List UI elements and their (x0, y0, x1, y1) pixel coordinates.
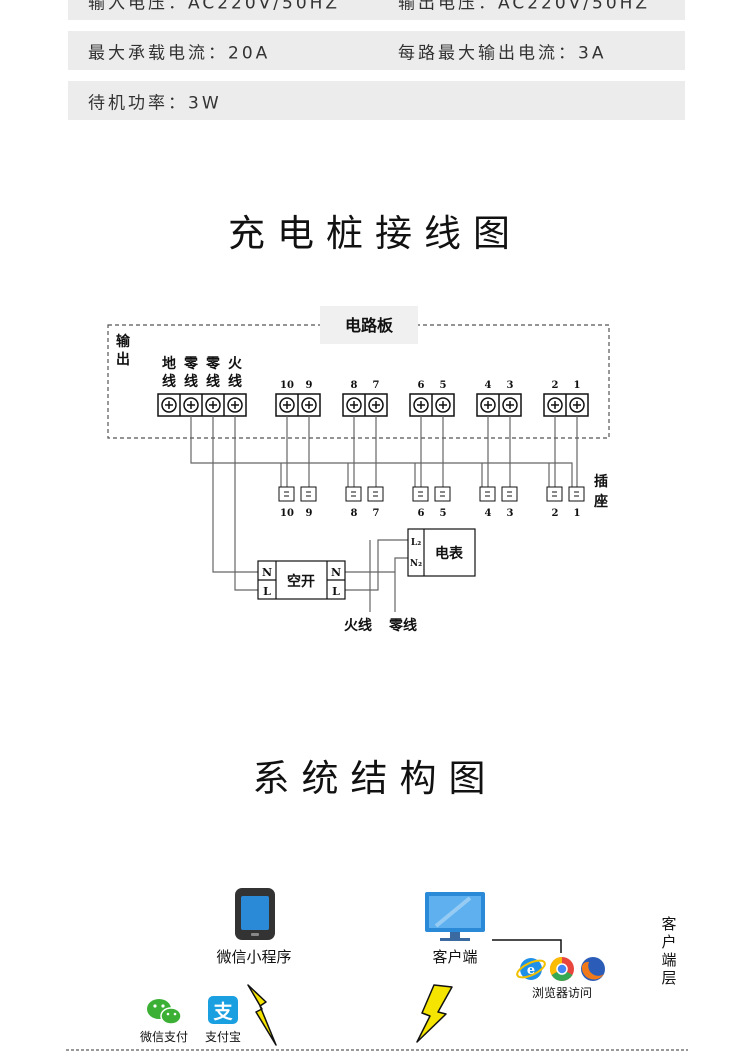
breaker-n-right: N (331, 566, 341, 579)
client-layer-label-2: 户 (661, 933, 676, 951)
breaker-l-right: L (332, 585, 340, 598)
live-label-1: 火 (228, 356, 243, 372)
alipay-glyph: 支 (212, 1001, 233, 1023)
meter-n2: N₂ (410, 559, 422, 569)
socket-9-label: 9 (306, 508, 313, 519)
board-terminal-1-label: 1 (574, 380, 581, 391)
client-browser-connector (492, 939, 562, 953)
client-layer-label-1: 客 (661, 915, 676, 933)
phone-icon (235, 888, 275, 940)
input-screws (161, 394, 243, 416)
socket-7-label: 7 (373, 508, 380, 519)
firefox-icon (581, 957, 605, 981)
meter-l2: L₂ (411, 538, 421, 548)
board-terminal-9-label: 9 (306, 380, 313, 391)
socket-10-label: 10 (280, 508, 294, 519)
socket-pins (284, 491, 579, 497)
board-terminal-3-label: 3 (507, 380, 514, 391)
ground-label-2: 线 (162, 373, 176, 390)
neutral-label-1: 零 (183, 355, 199, 372)
socket-4-label: 4 (485, 508, 492, 519)
wires (190, 416, 578, 612)
wechat-pay-icon (147, 999, 182, 1025)
board-terminal-6-label: 6 (418, 380, 425, 391)
socket-boxes (278, 486, 585, 502)
breaker-n-left: N (262, 566, 272, 579)
browser-access-label: 浏览器访问 (532, 985, 592, 1000)
chrome-icon (549, 956, 574, 982)
circuit-board-outline (107, 324, 610, 439)
breaker-l-left: L (263, 585, 271, 598)
alipay-icon: 支 (208, 996, 238, 1024)
ie-icon: e (516, 958, 546, 980)
neutral2-label-1: 零 (205, 355, 221, 372)
socket-label-1: 插 (594, 473, 608, 490)
spec-row-current: 最大承载电流：20A 每路最大输出电流：3A (68, 31, 685, 70)
board-terminal-10-label: 10 (280, 380, 294, 391)
spec-row-standby: 待机功率：3W (68, 81, 685, 120)
neutral-label-2: 线 (184, 373, 198, 390)
board-terminal-8-label: 8 (351, 380, 358, 391)
socket-5-label: 5 (440, 508, 447, 519)
spec-row-voltage: 输入电压：AC220V/50HZ 输出电压：AC220V/50HZ (68, 0, 685, 20)
live-label-2: 线 (228, 373, 242, 390)
socket-1-label: 1 (574, 508, 581, 519)
alipay-label: 支付宝 (205, 1030, 241, 1044)
system-diagram: 微信小程序 客户端 e 浏览器访问 客 户 端 层 微信支付 (66, 888, 688, 1051)
client-layer-label-4: 层 (661, 969, 676, 987)
wiring-diagram: 电路板 输 出 地 线 零 线 零 线 火 线 10 9 8 7 6 5 4 3… (107, 306, 610, 634)
socket-label-2: 座 (594, 493, 608, 510)
standby-power-text: 待机功率：3W (88, 93, 222, 113)
max-output-current-text: 每路最大输出电流：3A (398, 43, 607, 63)
neutral2-label-2: 线 (206, 373, 220, 390)
socket-6-label: 6 (418, 508, 425, 519)
client-label: 客户端 (432, 948, 477, 966)
wechat-pay-label: 微信支付 (140, 1030, 188, 1044)
monitor-icon (425, 892, 485, 941)
socket-8-label: 8 (351, 508, 358, 519)
svg-text:e: e (527, 963, 535, 978)
board-terminal-2-label: 2 (552, 380, 559, 391)
breaker-label: 空开 (287, 573, 315, 590)
ground-label-1: 地 (162, 355, 176, 372)
neutral-wire-label: 零线 (388, 617, 417, 634)
socket-2-label: 2 (552, 508, 559, 519)
output-label-1: 输 (116, 333, 131, 350)
output-label-2: 出 (116, 351, 130, 368)
meter (407, 528, 476, 577)
client-layer-label-3: 端 (661, 951, 676, 969)
meter-label: 电表 (435, 545, 464, 562)
board-terminal-4-label: 4 (485, 380, 492, 391)
board-label-box (320, 306, 418, 344)
output-terminal-screws (279, 394, 585, 416)
socket-3-label: 3 (507, 508, 514, 519)
board-terminal-7-label: 7 (373, 380, 380, 391)
board-terminal-5-label: 5 (440, 380, 447, 391)
live-wire-label: 火线 (344, 617, 372, 634)
system-title: 系统结构图 (252, 757, 498, 800)
output-terminal-blocks (275, 393, 589, 417)
max-current-text: 最大承载电流：20A (88, 43, 271, 63)
wiring-title: 充电桩接线图 (228, 212, 522, 255)
lightning-bolt-icon-left (247, 984, 277, 1046)
lightning-bolt-icon-right (416, 984, 453, 1043)
mini-program-label: 微信小程序 (216, 948, 291, 966)
output-voltage-text: 输出电压：AC220V/50HZ (398, 0, 651, 14)
input-voltage-text: 输入电压：AC220V/50HZ (88, 0, 341, 14)
board-label: 电路板 (345, 316, 394, 335)
breaker (257, 560, 346, 600)
